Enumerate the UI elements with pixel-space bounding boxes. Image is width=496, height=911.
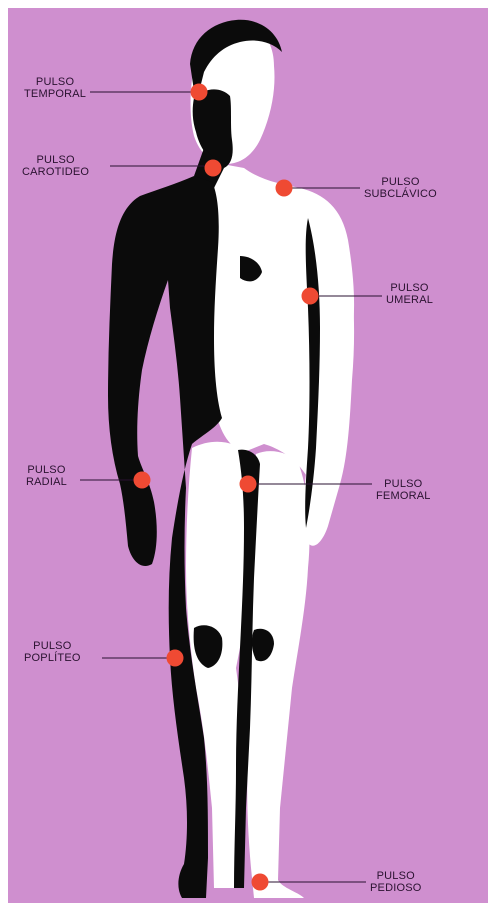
pulse-point-femoral [240, 476, 257, 493]
label-pulso-popliteo-line2: POPLÍTEO [24, 652, 81, 664]
label-pulso-femoral-line1: PULSO [376, 478, 431, 490]
label-pulso-carotideo: PULSO CAROTIDEO [22, 154, 89, 178]
label-pulso-subclavico-line1: PULSO [364, 176, 437, 188]
pulse-point-popliteo [167, 650, 184, 667]
label-pulso-femoral-line2: FEMORAL [376, 490, 431, 502]
label-pulso-pedioso: PULSO PEDIOSO [370, 870, 422, 894]
label-pulso-radial-line1: PULSO [26, 464, 67, 476]
label-pulso-subclavico-line2: SUBCLÁVICO [364, 188, 437, 200]
pulse-point-subclavico [276, 180, 293, 197]
label-pulso-pedioso-line2: PEDIOSO [370, 882, 422, 894]
label-pulso-popliteo-line1: PULSO [24, 640, 81, 652]
label-pulso-subclavico: PULSO SUBCLÁVICO [364, 176, 437, 200]
pulse-point-temporal [191, 84, 208, 101]
label-pulso-radial: PULSO RADIAL [26, 464, 67, 488]
face-shadow-dark [193, 89, 233, 168]
label-pulso-carotideo-line1: PULSO [22, 154, 89, 166]
label-pulso-umeral-line1: PULSO [386, 282, 433, 294]
label-pulso-umeral: PULSO UMERAL [386, 282, 433, 306]
label-pulso-pedioso-line1: PULSO [370, 870, 422, 882]
body-illustration [8, 8, 488, 903]
label-pulso-radial-line2: RADIAL [26, 476, 67, 488]
label-pulso-popliteo: PULSO POPLÍTEO [24, 640, 81, 664]
diagram-canvas: PULSO TEMPORAL PULSO CAROTIDEO PULSO SUB… [8, 8, 488, 903]
label-pulso-umeral-line2: UMERAL [386, 294, 433, 306]
label-pulso-temporal-line2: TEMPORAL [24, 88, 86, 100]
label-pulso-carotideo-line2: CAROTIDEO [22, 166, 89, 178]
label-pulso-temporal-line1: PULSO [24, 76, 86, 88]
pulse-point-radial [134, 472, 151, 489]
label-pulso-temporal: PULSO TEMPORAL [24, 76, 86, 100]
label-pulso-femoral: PULSO FEMORAL [376, 478, 431, 502]
pulse-point-carotideo [205, 160, 222, 177]
pulse-point-umeral [302, 288, 319, 305]
pulse-point-pedioso [252, 874, 269, 891]
